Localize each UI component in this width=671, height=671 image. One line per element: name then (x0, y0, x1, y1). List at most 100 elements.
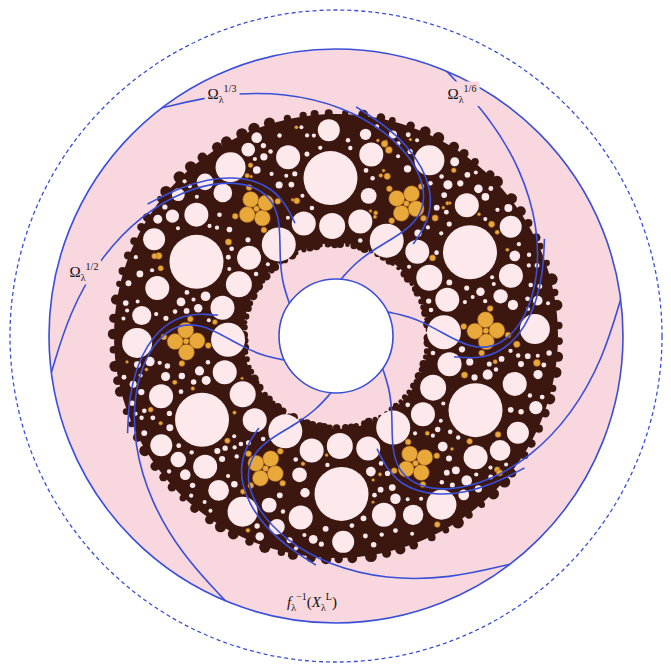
boundary-curve (128, 314, 218, 433)
fatou-hole (450, 482, 455, 487)
fatou-hole (366, 467, 376, 477)
edge-bump (541, 409, 550, 418)
orange-component (461, 372, 467, 378)
fatou-hole (161, 372, 170, 381)
fatou-hole (310, 206, 315, 211)
edge-bump (402, 394, 408, 400)
edge-bump (389, 117, 396, 124)
fatou-hole (179, 373, 185, 379)
edge-bump (406, 389, 411, 394)
fatou-hole (372, 503, 396, 527)
fatou-hole (450, 157, 459, 166)
fatou-hole (189, 494, 193, 498)
fatou-hole (488, 186, 493, 191)
fatou-hole (492, 282, 496, 286)
fatou-hole (439, 231, 443, 235)
fatou-hole (449, 383, 503, 437)
fatou-hole (319, 542, 324, 547)
orange-component (373, 211, 377, 215)
fatou-hole (455, 193, 479, 217)
edge-bump (350, 242, 357, 249)
orange-component (263, 465, 269, 471)
julia-ring (114, 114, 558, 558)
fatou-hole (370, 176, 375, 181)
fatou-hole (516, 353, 520, 357)
edge-bump (410, 383, 417, 390)
fatou-hole (195, 366, 204, 375)
fatou-hole (303, 151, 357, 205)
fatou-hole (171, 452, 186, 467)
fatou-hole (440, 480, 444, 484)
fatou-hole (533, 370, 542, 379)
orange-component (152, 253, 158, 259)
edge-bump (212, 142, 222, 152)
orange-component (232, 213, 238, 219)
fatou-hole (185, 290, 190, 295)
fatou-hole (525, 353, 531, 359)
edge-bump (420, 126, 431, 137)
orange-component (212, 319, 217, 324)
fatou-hole (143, 228, 165, 250)
edge-bump (325, 109, 333, 117)
orange-component (450, 447, 453, 450)
orange-component (325, 453, 328, 456)
fatou-hole (270, 172, 274, 176)
fatou-hole (461, 475, 472, 486)
orange-component (389, 218, 395, 224)
fatou-hole (166, 209, 179, 222)
edge-bump (244, 356, 250, 362)
edge-bump (113, 376, 122, 385)
fatou-hole (177, 298, 186, 307)
orange-component (488, 221, 494, 227)
orange-component (275, 198, 281, 204)
edge-bump (524, 219, 532, 227)
boundary-curve (51, 183, 289, 373)
edge-bump (471, 158, 479, 166)
edge-bump (128, 421, 134, 427)
fatou-hole (406, 132, 411, 137)
edge-bump (110, 346, 117, 353)
fatou-hole (136, 300, 140, 304)
fatou-hole (429, 308, 434, 313)
fatou-hole (281, 509, 285, 513)
fatou-hole (434, 205, 440, 211)
edge-bump (294, 251, 299, 256)
fatou-hole (277, 492, 283, 498)
fatou-hole (527, 253, 531, 257)
fatou-hole (231, 481, 238, 488)
orange-component (402, 446, 418, 462)
fatou-hole (165, 363, 170, 368)
orange-component (301, 462, 305, 466)
fatou-hole (434, 250, 439, 255)
fatou-hole (132, 306, 151, 325)
fatou-hole (266, 262, 270, 266)
fatou-hole (193, 455, 217, 479)
fatou-hole (230, 381, 256, 407)
fatou-hole (415, 138, 419, 142)
orange-component (376, 139, 379, 142)
fatou-hole (378, 487, 384, 493)
orange-component (246, 451, 252, 457)
orange-component (145, 368, 148, 371)
edge-bump (553, 352, 563, 362)
fatou-hole (219, 456, 225, 462)
orange-component (434, 522, 440, 528)
edge-bump (111, 295, 121, 305)
orange-component (187, 316, 193, 322)
fatou-hole (361, 188, 377, 204)
fatou-hole (332, 531, 354, 553)
fatou-hole (360, 129, 371, 140)
fatou-hole (276, 145, 300, 169)
orange-component (495, 230, 500, 235)
boundary-curves (51, 71, 620, 601)
fatou-hole (495, 208, 499, 212)
orange-component (277, 448, 283, 454)
orange-component (434, 453, 440, 459)
orange-component (158, 265, 164, 271)
fatou-hole (493, 289, 507, 303)
orange-component (403, 201, 409, 207)
region-label: Ωλ1/6 (445, 82, 480, 107)
fatou-hole (504, 463, 508, 467)
edge-bump (555, 337, 563, 345)
fatou-hole (471, 295, 475, 299)
